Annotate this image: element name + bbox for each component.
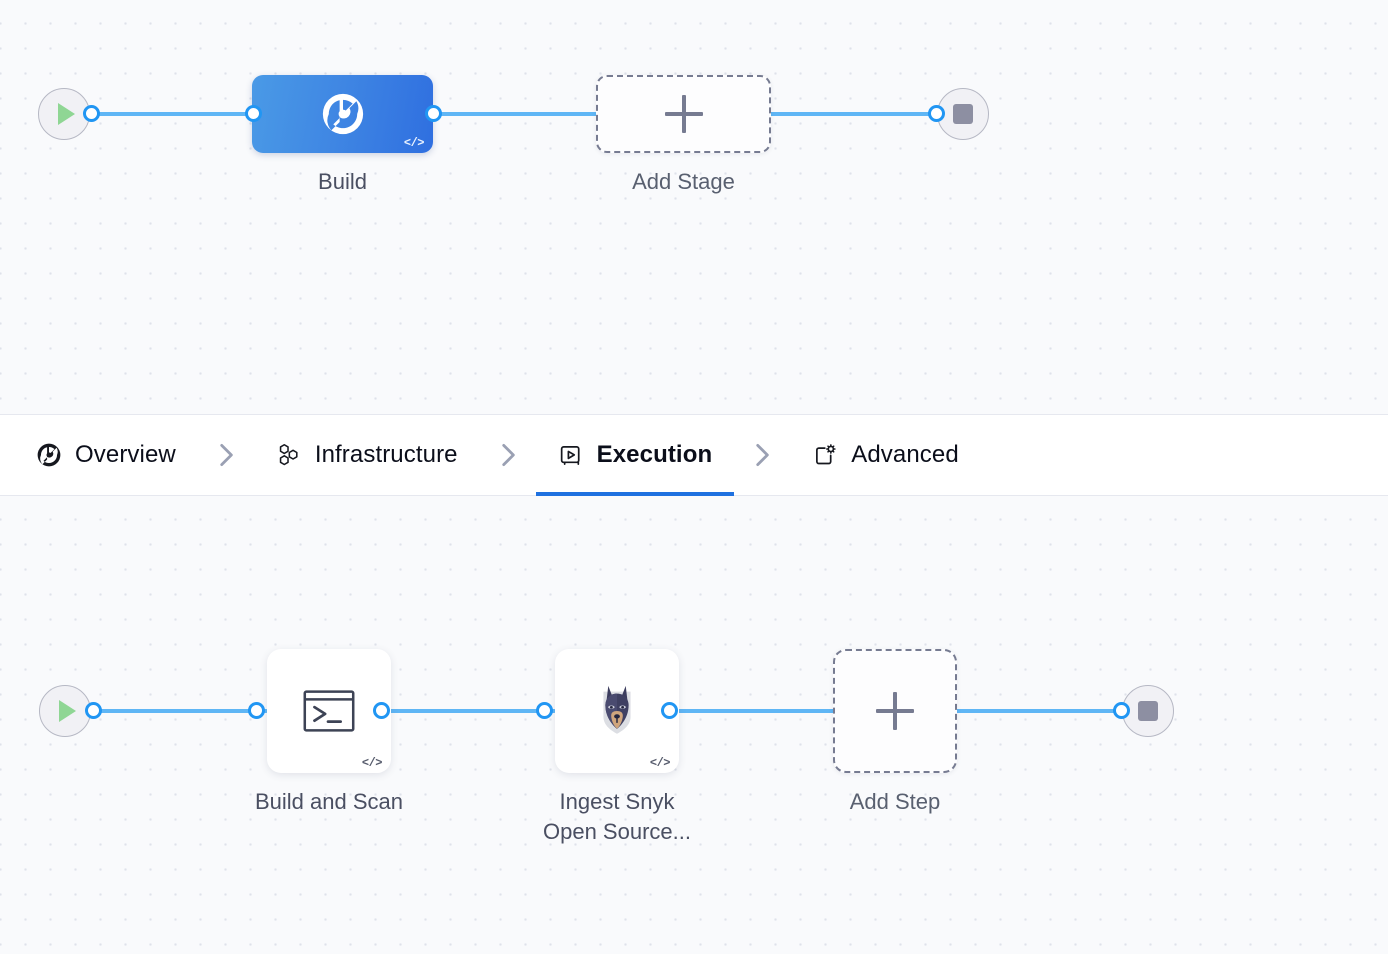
step-node-build-and-scan[interactable]: </> Build and Scan <box>255 649 403 817</box>
terminal-icon <box>303 690 355 732</box>
stage-node-build[interactable]: </> Build <box>252 75 433 197</box>
chevron-right-icon-3 <box>734 415 790 495</box>
step-node-ingest-snyk-open-source[interactable]: </> Ingest Snyk Open Source... <box>543 649 691 846</box>
tab-label-infrastructure: Infrastructure <box>314 441 458 468</box>
add-stage-node[interactable]: Add Stage <box>596 75 771 197</box>
play-icon <box>58 103 75 125</box>
stage-label-build: Build <box>318 169 367 194</box>
tab-advanced[interactable]: Advanced <box>790 415 981 495</box>
page-gear-icon <box>816 444 836 465</box>
stage-box-build[interactable]: </> <box>252 75 433 153</box>
steps-end-input-port[interactable] <box>1113 702 1130 719</box>
add-stage-button[interactable] <box>596 75 771 153</box>
add-step-button[interactable] <box>833 649 957 773</box>
chevron-right-icon-1 <box>198 415 254 495</box>
connector-build-and-scan-to-snyk <box>378 709 556 713</box>
pipeline-steps-canvas[interactable]: </> Build and Scan <box>0 496 1388 954</box>
connector-build-to-add-stage <box>430 112 610 116</box>
start-output-port[interactable] <box>83 105 100 122</box>
steps-start-node[interactable] <box>39 685 91 737</box>
build-circle-icon <box>322 93 363 135</box>
connector-snyk-to-add-step <box>665 709 845 713</box>
steps-start-output-port[interactable] <box>85 702 102 719</box>
connector-start-to-build <box>88 112 263 116</box>
code-badge-icon: </> <box>361 756 383 770</box>
stop-square-icon <box>1138 701 1158 721</box>
step-box-build-and-scan[interactable]: </> <box>267 649 391 773</box>
play-icon <box>59 700 76 722</box>
add-step-node[interactable]: Add Step <box>833 649 957 817</box>
build-input-port[interactable] <box>245 105 262 122</box>
end-input-port[interactable] <box>928 105 945 122</box>
stop-square-icon <box>953 104 973 124</box>
snyk-dog-icon <box>603 685 631 734</box>
stage-config-tabs: Overview Infrastructure <box>0 414 1388 496</box>
plus-icon <box>876 692 914 730</box>
plus-icon <box>664 95 703 133</box>
snyk-input-port[interactable] <box>536 702 553 719</box>
tab-infrastructure[interactable]: Infrastructure <box>254 415 480 495</box>
build-and-scan-input-port[interactable] <box>248 702 265 719</box>
build-output-port[interactable] <box>425 105 442 122</box>
add-step-label: Add Step <box>849 789 941 814</box>
tab-label-overview: Overview <box>75 441 176 468</box>
chevron-right-icon-2 <box>480 415 536 495</box>
step-label-ingest-snyk-open-source: Ingest Snyk Open Source... <box>543 789 691 844</box>
tab-overview[interactable]: Overview <box>14 415 198 495</box>
step-box-ingest-snyk-open-source[interactable]: </> <box>554 649 679 773</box>
play-box-icon <box>560 446 580 465</box>
connector-start-to-build-and-scan <box>90 709 268 713</box>
tab-label-advanced: Advanced <box>851 441 959 468</box>
build-circle-icon <box>37 443 61 467</box>
add-stage-label: Add Stage <box>632 169 735 194</box>
hexagons-icon <box>279 443 298 466</box>
build-and-scan-output-port[interactable] <box>373 702 390 719</box>
tab-execution[interactable]: Execution <box>535 415 735 496</box>
pipeline-stages-canvas[interactable]: </> Build Add Stage <box>0 0 1388 414</box>
pipeline-start-node[interactable] <box>38 88 90 140</box>
connector-add-step-to-end <box>952 709 1132 713</box>
code-badge-icon: </> <box>403 136 425 150</box>
snyk-output-port[interactable] <box>661 702 678 719</box>
step-label-build-and-scan: Build and Scan <box>255 789 403 814</box>
tab-label-execution: Execution <box>596 441 713 468</box>
connector-add-stage-to-end <box>760 112 950 116</box>
code-badge-icon: </> <box>649 756 671 770</box>
